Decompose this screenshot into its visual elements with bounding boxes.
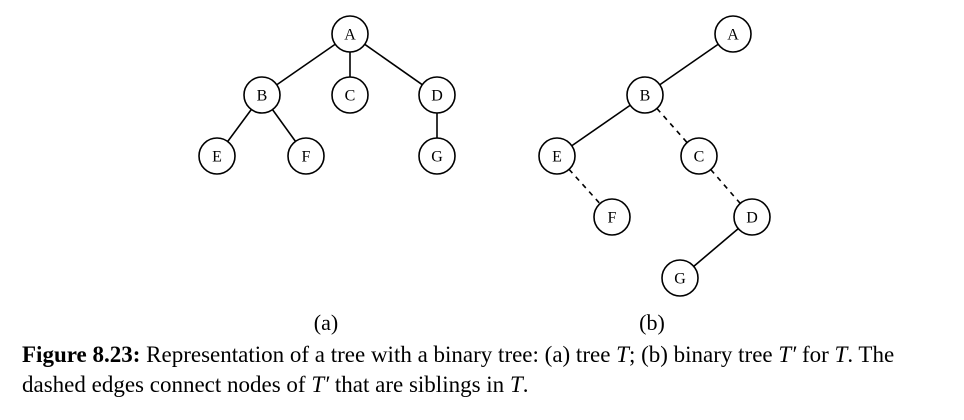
figure-label: Figure 8.23:	[22, 342, 141, 367]
node-b-d: D	[733, 198, 771, 236]
node-circle	[418, 76, 456, 114]
node-label: A	[344, 27, 356, 44]
node-a-a: A	[331, 15, 369, 53]
node-b-a: A	[714, 15, 752, 53]
caption-math-4: T′	[311, 372, 330, 397]
panel-label-b: (b)	[639, 310, 665, 335]
caption-math-2: T′	[778, 342, 797, 367]
edge-a-a-d	[364, 43, 423, 86]
node-a-e: E	[198, 137, 236, 175]
node-label: D	[746, 210, 758, 227]
node-circle	[733, 198, 771, 236]
caption-text-2: ; (b) binary tree	[628, 342, 779, 367]
node-a-b: B	[243, 76, 281, 114]
node-b-g: G	[661, 259, 699, 297]
tree-diagram: A B C D E F G A B C D E F G (a) (b)	[198, 15, 771, 335]
node-label: E	[552, 149, 562, 166]
node-circle	[331, 76, 369, 114]
node-circle	[714, 15, 752, 53]
caption-math-3: T	[834, 342, 848, 367]
edge-b-b-e	[571, 104, 631, 147]
caption-text-3: for	[796, 342, 835, 367]
edge-b-d-g	[693, 228, 739, 267]
node-b-e: E	[538, 137, 576, 175]
node-circle	[243, 76, 281, 114]
node-label: G	[431, 149, 443, 166]
edges-layer	[227, 43, 741, 267]
node-circle	[198, 137, 236, 175]
node-a-d: D	[418, 76, 456, 114]
node-label: F	[302, 149, 311, 166]
caption-text-6: .	[522, 372, 529, 397]
node-b-b: B	[626, 76, 664, 114]
caption-text-4: . The dashed edges connect nodes of	[22, 342, 895, 397]
node-circle	[418, 137, 456, 175]
node-label: G	[674, 271, 686, 288]
caption-math-5: T	[509, 372, 523, 397]
node-label: C	[694, 149, 705, 166]
caption-text-1: Representation of a tree with a binary t…	[140, 342, 617, 367]
caption-math-1: T	[616, 342, 629, 367]
edge-a-b-f	[271, 109, 297, 142]
nodes-layer: A B C D E F G A B C D E F G	[198, 15, 771, 297]
node-label: D	[431, 88, 443, 105]
node-a-c: C	[331, 76, 369, 114]
node-circle	[680, 137, 718, 175]
node-circle	[593, 198, 631, 236]
node-circle	[538, 137, 576, 175]
node-label: A	[727, 27, 739, 44]
panel-labels-layer: (a) (b)	[314, 310, 665, 335]
figure-caption: Figure 8.23: Representation of a tree wi…	[22, 340, 952, 400]
node-circle	[331, 15, 369, 53]
node-label: B	[640, 88, 651, 105]
node-a-f: F	[287, 137, 325, 175]
node-circle	[287, 137, 325, 175]
edge-b-c-d	[710, 169, 741, 204]
node-circle	[661, 259, 699, 297]
node-a-g: G	[418, 137, 456, 175]
panel-label-a: (a)	[314, 310, 338, 335]
edge-a-b-e	[227, 109, 252, 142]
node-circle	[626, 76, 664, 114]
edge-a-a-b	[276, 43, 336, 86]
node-b-c: C	[680, 137, 718, 175]
node-label: F	[608, 210, 617, 227]
node-label: E	[212, 149, 222, 166]
edge-b-e-f	[568, 168, 601, 205]
node-b-f: F	[593, 198, 631, 236]
edge-b-b-c	[656, 107, 688, 144]
caption-text-5: that are siblings in	[329, 372, 510, 397]
node-label: B	[257, 88, 268, 105]
node-label: C	[345, 88, 356, 105]
edge-b-a-b	[659, 43, 719, 86]
